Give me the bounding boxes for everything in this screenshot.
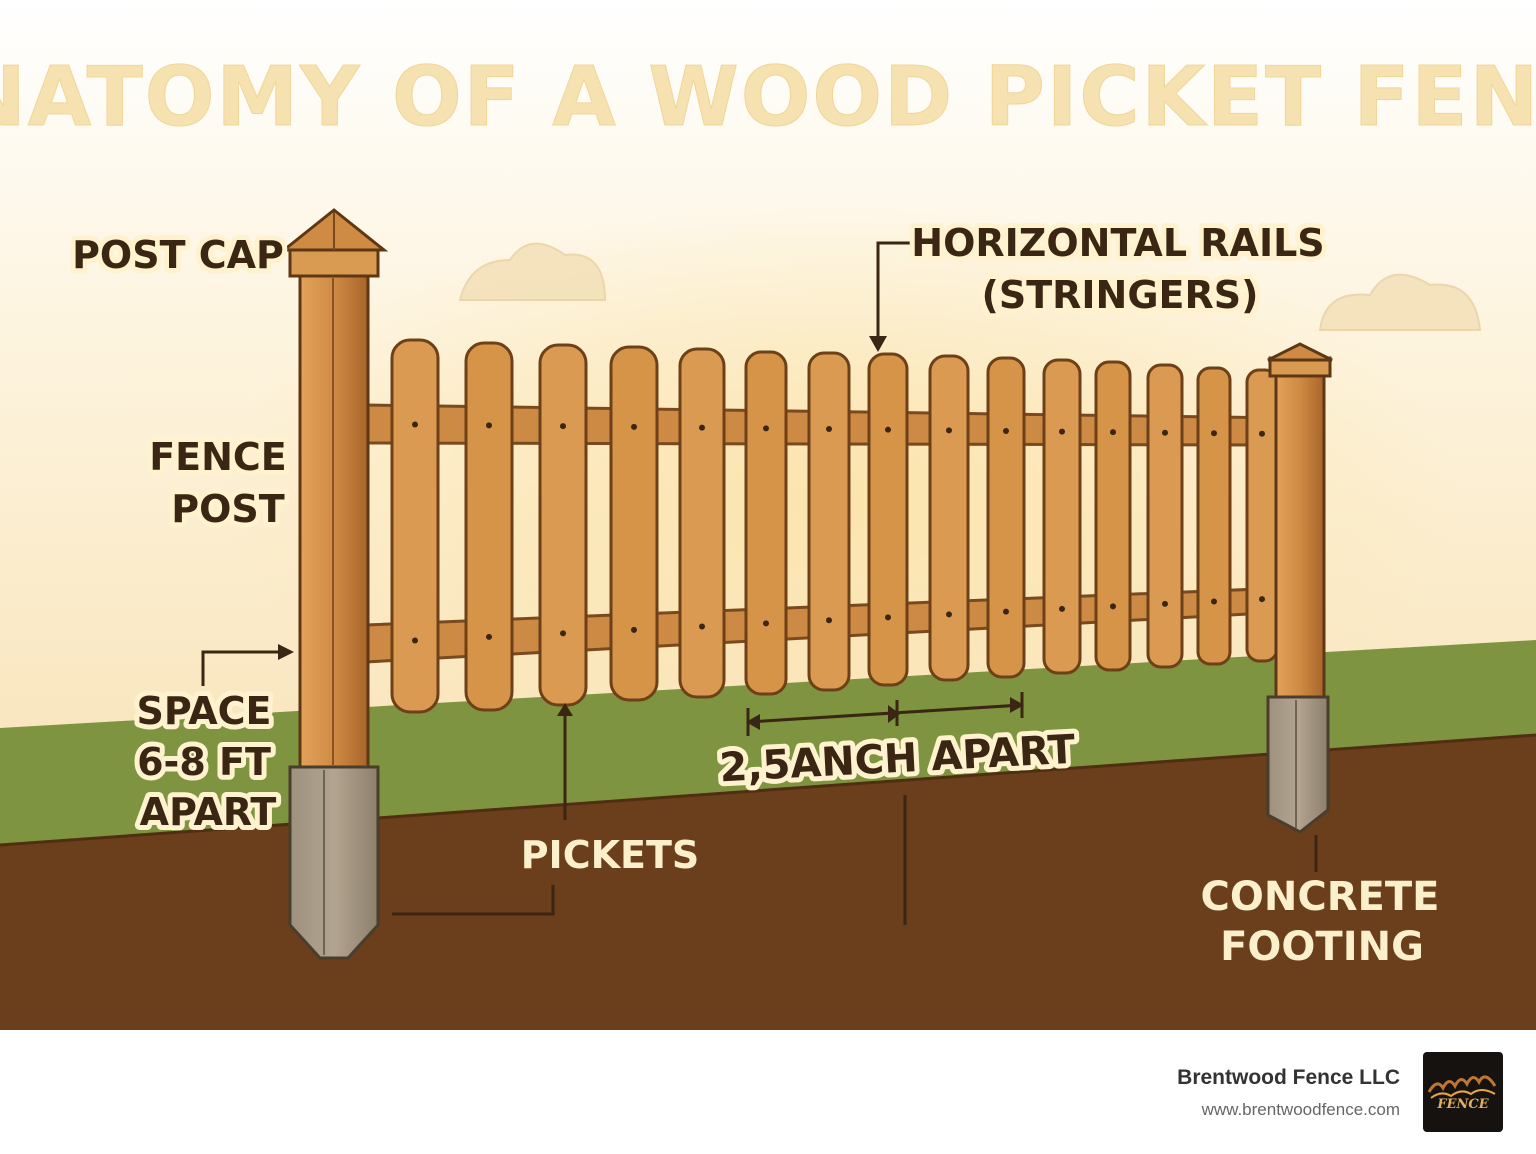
nail: [486, 633, 492, 640]
cloud: [458, 242, 607, 301]
nail: [946, 611, 952, 618]
nail: [1259, 430, 1265, 437]
picket: [1196, 366, 1232, 666]
right-fence-post: [1266, 342, 1333, 834]
nail: [486, 422, 492, 429]
left-fence-post: [279, 208, 389, 960]
concrete-footing-label-line2: FOOTING: [1220, 924, 1424, 970]
space-arrowhead: [278, 644, 294, 660]
nail: [560, 423, 566, 430]
nail: [1259, 596, 1265, 603]
nail: [1110, 429, 1116, 436]
space-label-line2: 6-8 FT: [137, 740, 271, 784]
arrowheads: [278, 336, 1024, 730]
picket: [1042, 358, 1082, 675]
picket: [986, 356, 1026, 679]
logo-text: FENCE: [1436, 1097, 1489, 1112]
picket: [928, 354, 970, 682]
picket: [609, 345, 659, 702]
spacing-measure-line: [747, 703, 1023, 724]
nail: [763, 620, 769, 627]
nail: [1211, 598, 1217, 605]
page-title: ANATOMY OF A WOOD PICKET FENCE: [0, 50, 1536, 145]
spacing-arrowhead-mid: [888, 705, 900, 723]
fence-diagram: ANATOMY OF A WOOD PICKET FENCE POST CAP …: [0, 0, 1536, 1030]
nail: [885, 614, 891, 621]
picket: [867, 352, 909, 687]
picket: [390, 338, 440, 714]
company-logo: FENCE: [1423, 1052, 1503, 1132]
company-url[interactable]: www.brentwoodfence.com: [1201, 1100, 1400, 1119]
nail: [826, 426, 832, 433]
nail: [1059, 428, 1065, 435]
right-post-body: [1274, 370, 1326, 699]
picket: [1094, 360, 1132, 672]
nail: [946, 427, 952, 434]
pickets-leader-left: [392, 885, 555, 916]
post-cap-label: POST CAP: [72, 233, 284, 277]
rails-label-line1: HORIZONTAL RAILS: [911, 221, 1324, 265]
picket: [807, 351, 851, 692]
nail: [1003, 427, 1009, 434]
left-post-cap-base: [288, 246, 380, 278]
rails-leader: [876, 241, 915, 340]
company-name: Brentwood Fence LLC: [1177, 1066, 1400, 1089]
nail: [631, 423, 637, 430]
picket: [1245, 368, 1279, 663]
picket: [744, 350, 788, 696]
picket: [538, 343, 588, 707]
nail: [412, 421, 418, 428]
nail: [885, 426, 891, 433]
annotation-lines: [201, 241, 1318, 925]
nail: [1162, 600, 1168, 607]
nail: [412, 637, 418, 644]
nail: [1003, 608, 1009, 615]
footer: Brentwood Fence LLC www.brentwoodfence.c…: [0, 1030, 1536, 1154]
left-concrete-footing: [288, 765, 380, 960]
picket: [464, 341, 514, 712]
concrete-footing-label-line1: CONCRETE: [1201, 874, 1440, 920]
space-label-line1: SPACE: [137, 689, 272, 733]
nail: [763, 425, 769, 432]
fence-post-label-line2: POST: [171, 487, 285, 531]
nail: [1110, 603, 1116, 610]
spacing-arrowhead-right: [1010, 697, 1024, 713]
fence-post-label-line1: FENCE: [149, 435, 287, 479]
nail: [631, 626, 637, 633]
rails-arrowhead: [869, 336, 887, 352]
nail: [1059, 605, 1065, 612]
nail: [699, 623, 705, 630]
rails-label-line2: (STRINGERS): [981, 273, 1258, 317]
nail: [699, 424, 705, 431]
nail: [1162, 429, 1168, 436]
picket: [678, 347, 726, 699]
pickets-group: [390, 338, 1279, 714]
right-post-cap-top: [1267, 342, 1333, 362]
soil: [0, 735, 1536, 1030]
space-label-line3: APART: [140, 790, 277, 834]
nail: [826, 617, 832, 624]
space-leader: [201, 650, 282, 686]
right-concrete-footing: [1266, 695, 1330, 834]
nail: [560, 630, 566, 637]
cloud: [1318, 273, 1482, 331]
picket: [1146, 363, 1184, 669]
spacing-arrowhead-left: [746, 714, 760, 730]
logo-graphic: FENCE: [1427, 1075, 1497, 1112]
pickets-arrowhead: [557, 703, 573, 716]
nail: [1211, 430, 1217, 437]
spacing-ticks: [746, 692, 1024, 736]
pickets-label: PICKETS: [521, 833, 700, 877]
